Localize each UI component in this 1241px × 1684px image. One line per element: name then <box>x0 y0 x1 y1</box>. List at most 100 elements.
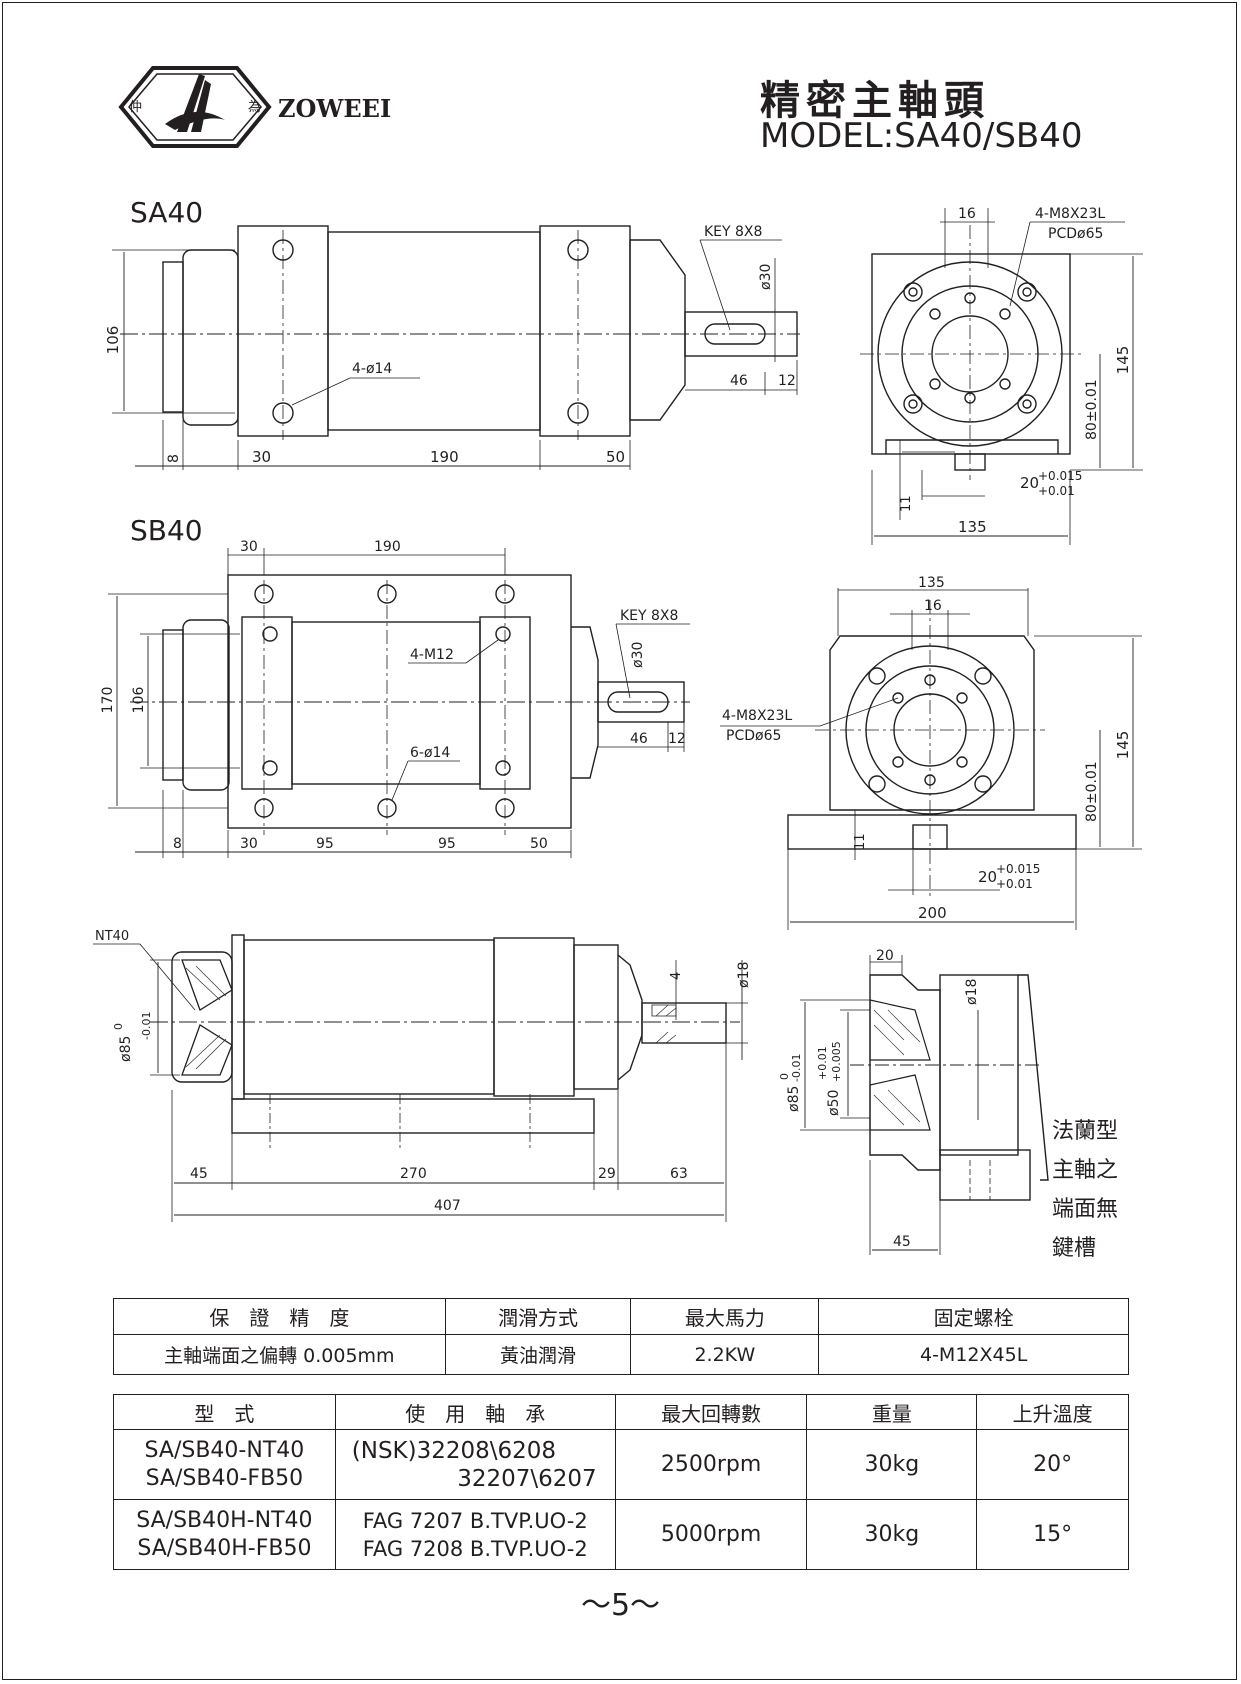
flange-shaft-dia: ø18 <box>964 979 980 1005</box>
sb40-dim-5: 50 <box>530 836 548 852</box>
t2-r1-bearing-2: 32207\6207 <box>457 1465 597 1492</box>
sa40-end-bolt: 4-M8X23L <box>1035 206 1105 222</box>
sb40-end-center: 80±0.01 <box>1084 761 1100 822</box>
sa40-holes: 4-ø14 <box>352 361 392 377</box>
section-view: NT40 ø85 0 -0.01 4 ø18 45 270 29 63 407 <box>93 929 752 1222</box>
flange-note-line-2: 主軸之 <box>1052 1158 1119 1183</box>
flange-note-line-3: 端面無 <box>1052 1197 1119 1222</box>
flange-note-line-1: 法蘭型 <box>1052 1119 1119 1144</box>
sa40-shaft-end: 12 <box>778 373 796 389</box>
flange-dia-inner-tol-bottom: +0.005 <box>830 1041 843 1082</box>
flange-dia-outer: ø85 <box>786 1086 802 1112</box>
sa40-end-center: 80±0.01 <box>1084 379 1100 440</box>
section-dim-1: 45 <box>190 1166 208 1182</box>
flange-view: 20 ø18 ø85 0 -0.01 ø50 +0.01 +0.005 45 <box>778 948 1049 1255</box>
sb40-shaft-len: 46 <box>630 731 648 747</box>
t2-r1-weight: 30kg <box>806 1429 978 1500</box>
sb40-dim-4: 95 <box>438 836 456 852</box>
logo-char-left: 仲 <box>129 100 143 115</box>
table-row: SA/SB40-NT40 SA/SB40-FB50 (NSK)32208\620… <box>113 1429 1129 1500</box>
t1-header-lubrication: 潤滑方式 <box>444 1298 632 1335</box>
sa40-end-height: 145 <box>1114 346 1132 375</box>
flange-note: 法蘭型 主軸之 端面無 鍵槽 <box>1052 1112 1118 1268</box>
t2-header-model: 型 式 <box>113 1394 336 1430</box>
section-nose: NT40 <box>95 929 129 944</box>
sa40-shaft-dia: ø30 <box>758 264 774 290</box>
sb40-side-view: SB40 30 190 170 106 <box>100 514 690 858</box>
sa40-dim-1: 8 <box>166 454 182 463</box>
t2-r2-model-1: SA/SB40H-NT40 <box>136 1507 313 1533</box>
logo-emblem <box>118 66 272 148</box>
sb40-dim-1: 8 <box>173 836 182 852</box>
spec-table-2: 型 式 使 用 軸 承 最大回轉數 重量 上升溫度 SA/SB40-NT40 S… <box>113 1394 1129 1570</box>
t2-header-weight: 重量 <box>806 1394 978 1430</box>
sa40-label: SA40 <box>130 196 203 229</box>
sa40-end-base-h: 11 <box>899 495 914 512</box>
section-shaft-dia: ø18 <box>736 962 752 988</box>
sb40-end-bolt: 4-M8X23L <box>722 708 792 724</box>
sb40-key: KEY 8X8 <box>620 608 678 624</box>
sb40-end-tol-bottom: +0.01 <box>996 877 1033 891</box>
sb40-dim-2: 30 <box>240 836 258 852</box>
sa40-end-width: 135 <box>958 518 987 536</box>
sa40-dim-4: 50 <box>606 448 625 466</box>
page-number: ～5～ <box>580 1588 661 1623</box>
t2-header-temp: 上升溫度 <box>976 1394 1129 1430</box>
sa40-end-tol-bottom: +0.01 <box>1038 484 1075 498</box>
sb40-end-view: 135 16 4-M8X23L PCDø65 145 80±0.01 11 20… <box>720 575 1142 930</box>
flange-width-top: 20 <box>876 948 894 964</box>
sb40-end-key-base: 20 <box>978 868 997 886</box>
t1-header-bolt: 固定螺栓 <box>818 1298 1129 1335</box>
t2-r2-temp: 15° <box>976 1499 1129 1570</box>
section-dim-4: 63 <box>670 1166 688 1182</box>
flange-dim-bottom: 45 <box>893 1234 911 1250</box>
sb40-end-width: 200 <box>918 904 947 922</box>
sa40-end-key-base: 20 <box>1020 474 1039 492</box>
t2-r2-bearing-2: FAG 7208 B.TVP.UO-2 <box>362 1536 588 1561</box>
t2-r2-rpm: 5000rpm <box>614 1499 808 1570</box>
sa40-shaft-len: 46 <box>730 373 748 389</box>
t1-cell-lubrication: 黃油潤滑 <box>444 1334 632 1375</box>
sb40-shaft-dia: ø30 <box>630 642 646 668</box>
sa40-dim-height: 106 <box>104 326 122 355</box>
t1-header-accuracy: 保 證 精 度 <box>113 1298 446 1335</box>
sa40-key: KEY 8X8 <box>704 224 762 240</box>
t1-cell-power: 2.2KW <box>630 1334 820 1375</box>
table-row: SA/SB40H-NT40 SA/SB40H-FB50 FAG 7207 B.T… <box>113 1499 1129 1570</box>
sb40-height-outer: 170 <box>100 687 116 714</box>
sb40-holes: 6-ø14 <box>410 745 450 761</box>
sa40-end-width-top: 16 <box>958 206 976 222</box>
sb40-dim-3: 95 <box>316 836 334 852</box>
t2-r2-model-2: SA/SB40H-FB50 <box>137 1535 312 1561</box>
t2-r1-rpm: 2500rpm <box>614 1429 808 1500</box>
sb40-end-height: 145 <box>1114 731 1132 760</box>
t2-r1-model-1: SA/SB40-NT40 <box>144 1437 305 1463</box>
t2-r2-weight: 30kg <box>806 1499 978 1570</box>
logo-brand: ZOWEEI <box>278 94 392 123</box>
sa40-dim-2: 30 <box>252 448 271 466</box>
section-dia: ø85 <box>118 1036 134 1062</box>
t2-r1-temp: 20° <box>976 1429 1129 1500</box>
model-title: MODEL:SA40/SB40 <box>760 116 1083 156</box>
section-dia-tol-bottom: -0.01 <box>140 1012 153 1040</box>
t2-r1-bearing-1: (NSK)32208\6208 <box>351 1437 557 1464</box>
sb40-top-dim-2: 190 <box>374 539 401 555</box>
t1-cell-accuracy: 主軸端面之偏轉 0.005mm <box>113 1334 446 1375</box>
section-dim-2: 270 <box>400 1166 427 1182</box>
spec-table-1: 保 證 精 度 潤滑方式 最大馬力 固定螺栓 主軸端面之偏轉 0.005mm 黃… <box>113 1298 1129 1375</box>
sb40-end-key-w: 16 <box>924 598 942 614</box>
flange-dia-inner-tol-top: +0.01 <box>816 1046 829 1080</box>
sa40-dim-3: 190 <box>430 448 459 466</box>
sa40-side-view: SA40 106 8 30 190 50 KEY 8X8 ø30 <box>104 196 800 470</box>
section-total: 407 <box>434 1198 461 1214</box>
sb40-end-width-top: 135 <box>918 575 945 591</box>
flange-dia-inner: ø50 <box>826 1090 842 1116</box>
t1-header-power: 最大馬力 <box>630 1298 820 1335</box>
section-dim-3: 29 <box>598 1166 616 1182</box>
sa40-end-view: 16 4-M8X23L PCDø65 145 80±0.01 11 20 +0.… <box>860 206 1143 545</box>
sa40-end-pcd: PCDø65 <box>1048 226 1103 242</box>
sb40-height-inner: 106 <box>131 687 147 714</box>
section-key-depth: 4 <box>669 972 684 980</box>
